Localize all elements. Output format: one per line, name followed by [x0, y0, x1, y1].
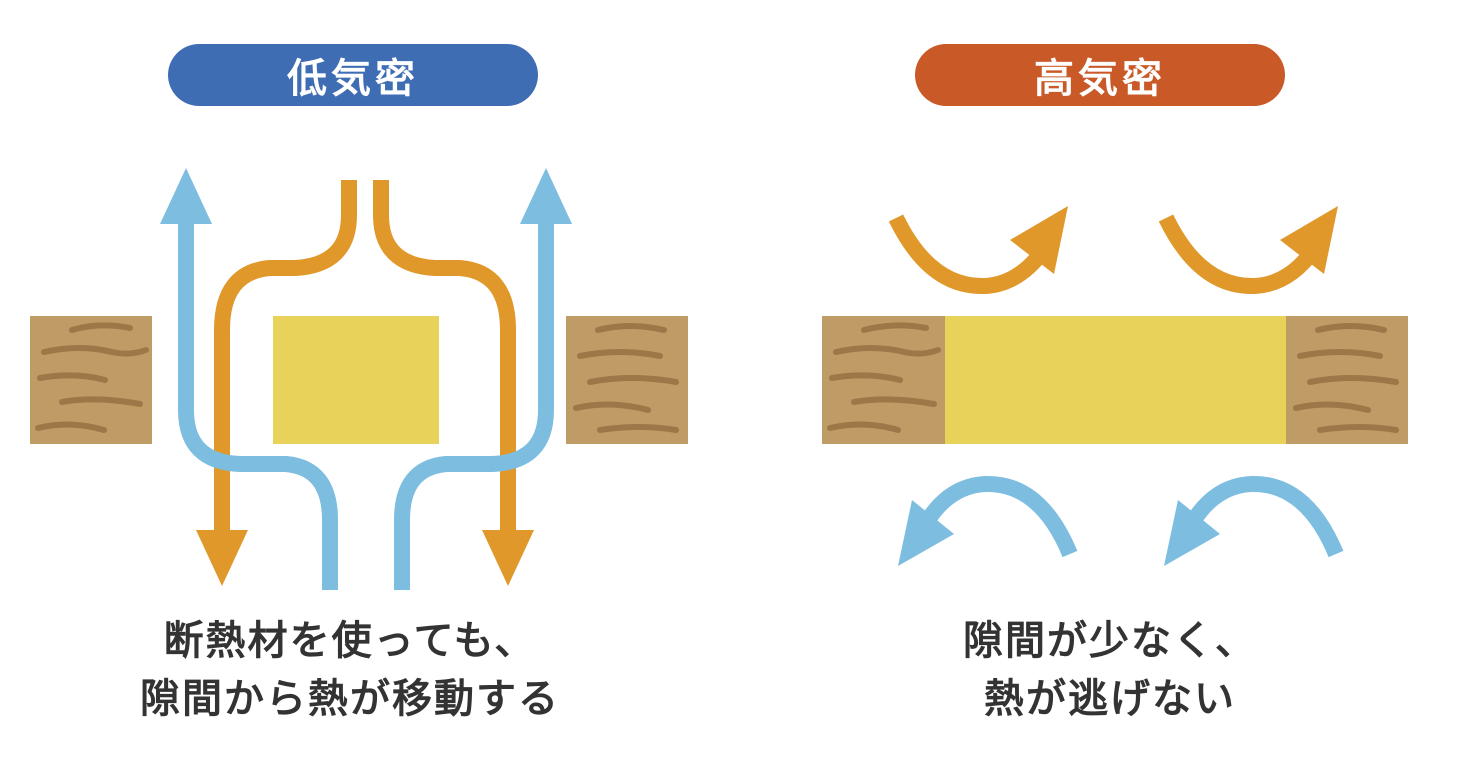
warm-air-reflect: [888, 214, 1322, 295]
wood-block-left: [30, 316, 152, 444]
insulation-block: [273, 316, 439, 444]
high-airtightness-illustration: [822, 206, 1408, 566]
wood-block-right-high: [1286, 316, 1408, 444]
high-airtightness-label: 高気密: [915, 44, 1285, 106]
cool-air-arrowhead-left: [160, 168, 212, 224]
warm-air-reflect-arrowhead-1: [1010, 206, 1068, 274]
high-caption-line2: 熱が逃げない: [984, 676, 1236, 722]
wood-block-left-high: [822, 316, 946, 444]
cool-air-reflect-arrowhead-2: [1164, 500, 1220, 566]
low-airtightness-illustration: [30, 168, 688, 590]
low-caption-line2: 隙間から熱が移動する: [140, 676, 560, 722]
high-caption-line1: 隙間が少なく、: [963, 618, 1257, 664]
cool-air-arrowhead-right: [520, 168, 572, 224]
cool-air-reflect: [921, 475, 1344, 558]
warm-air-arrowhead-right: [482, 530, 534, 586]
low-airtightness-title: 低気密: [287, 56, 419, 102]
low-caption-line1: 断熱材を使っても、: [163, 618, 537, 664]
low-airtightness-label: 低気密: [168, 44, 538, 106]
high-airtightness-caption: 隙間が少なく、 熱が逃げない: [820, 612, 1400, 728]
warm-air-arrowhead-left: [196, 530, 248, 586]
warm-air-reflect-arrowhead-2: [1280, 206, 1338, 274]
warm-air-flow: [214, 180, 516, 540]
cool-air-flow: [178, 215, 554, 590]
low-airtightness-caption: 断熱材を使っても、 隙間から熱が移動する: [60, 612, 640, 728]
insulation-block-continuous: [945, 316, 1287, 444]
high-airtightness-title: 高気密: [1034, 56, 1166, 102]
wood-block-right: [566, 316, 688, 444]
cool-air-reflect-arrowhead-1: [898, 500, 954, 566]
